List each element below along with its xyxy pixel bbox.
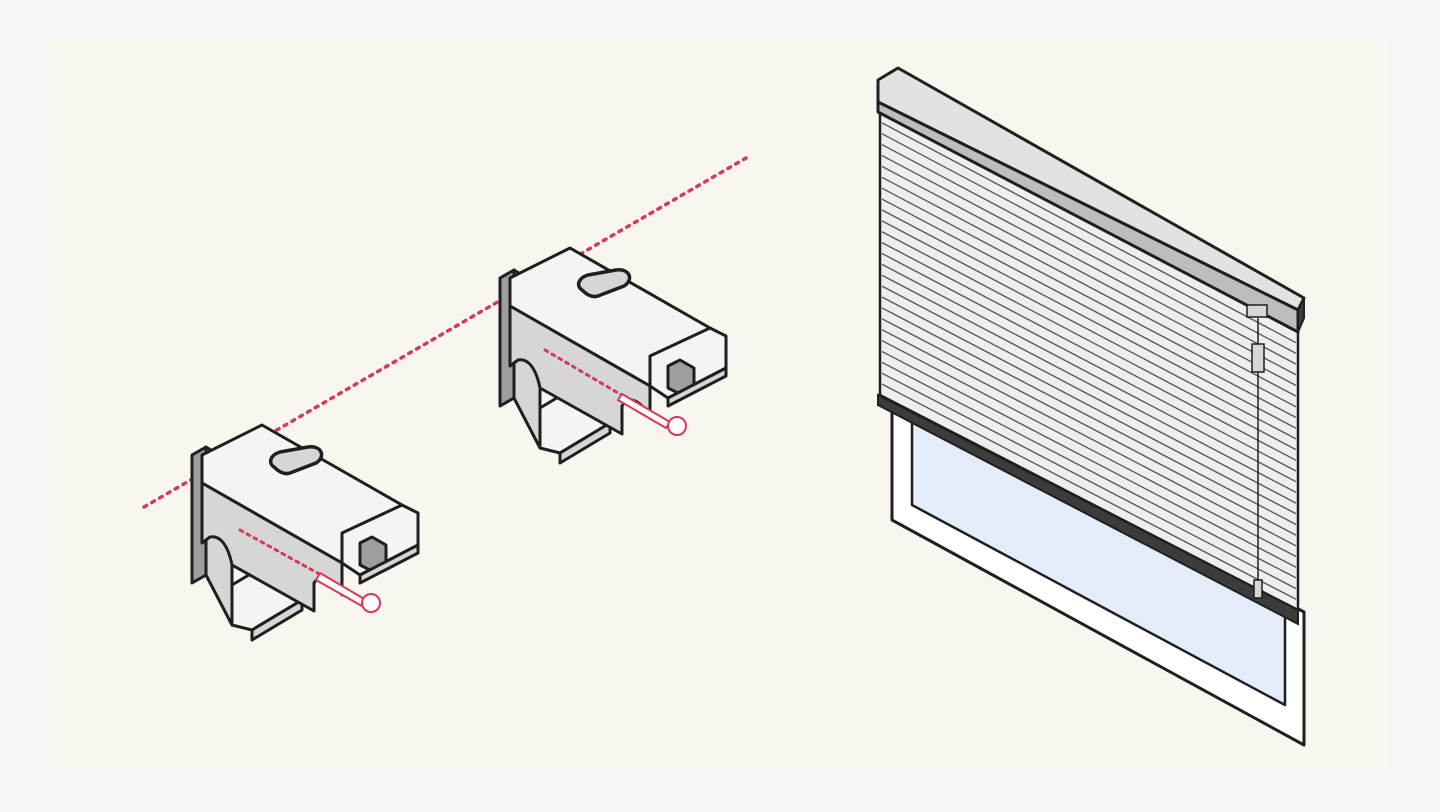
blind-pleats [881,122,1297,600]
blind-pleat [881,209,1297,429]
blind-pleat [881,372,1297,590]
blind-pleat [881,220,1297,440]
screw-icon [238,528,381,613]
blind-pleat [881,285,1297,504]
blind-pleat [881,361,1297,579]
blind-pleat [881,350,1297,568]
blind-pleat [881,122,1297,344]
blind-pleat [881,383,1297,600]
blind-pleat [881,241,1297,461]
blind-pleat [881,154,1297,376]
blind-pleat [881,307,1297,526]
blind-pleat [881,296,1297,515]
blind-pleat [881,165,1297,387]
blind-pleat [881,231,1297,451]
blind-pleat [881,144,1297,365]
blind-pleat [881,263,1297,483]
blind-pleat [881,339,1297,558]
screw-icon [543,348,687,436]
blind-pleat [881,329,1297,547]
blind-pleat [881,252,1297,472]
blind-pleat [881,198,1297,419]
blind-pleat [881,133,1297,355]
blind-pleat [881,176,1297,397]
blind-pleat [881,274,1297,494]
blind-pleat [881,318,1297,536]
blind-pleat [881,187,1297,408]
pleated-blind-icon [876,66,1306,626]
